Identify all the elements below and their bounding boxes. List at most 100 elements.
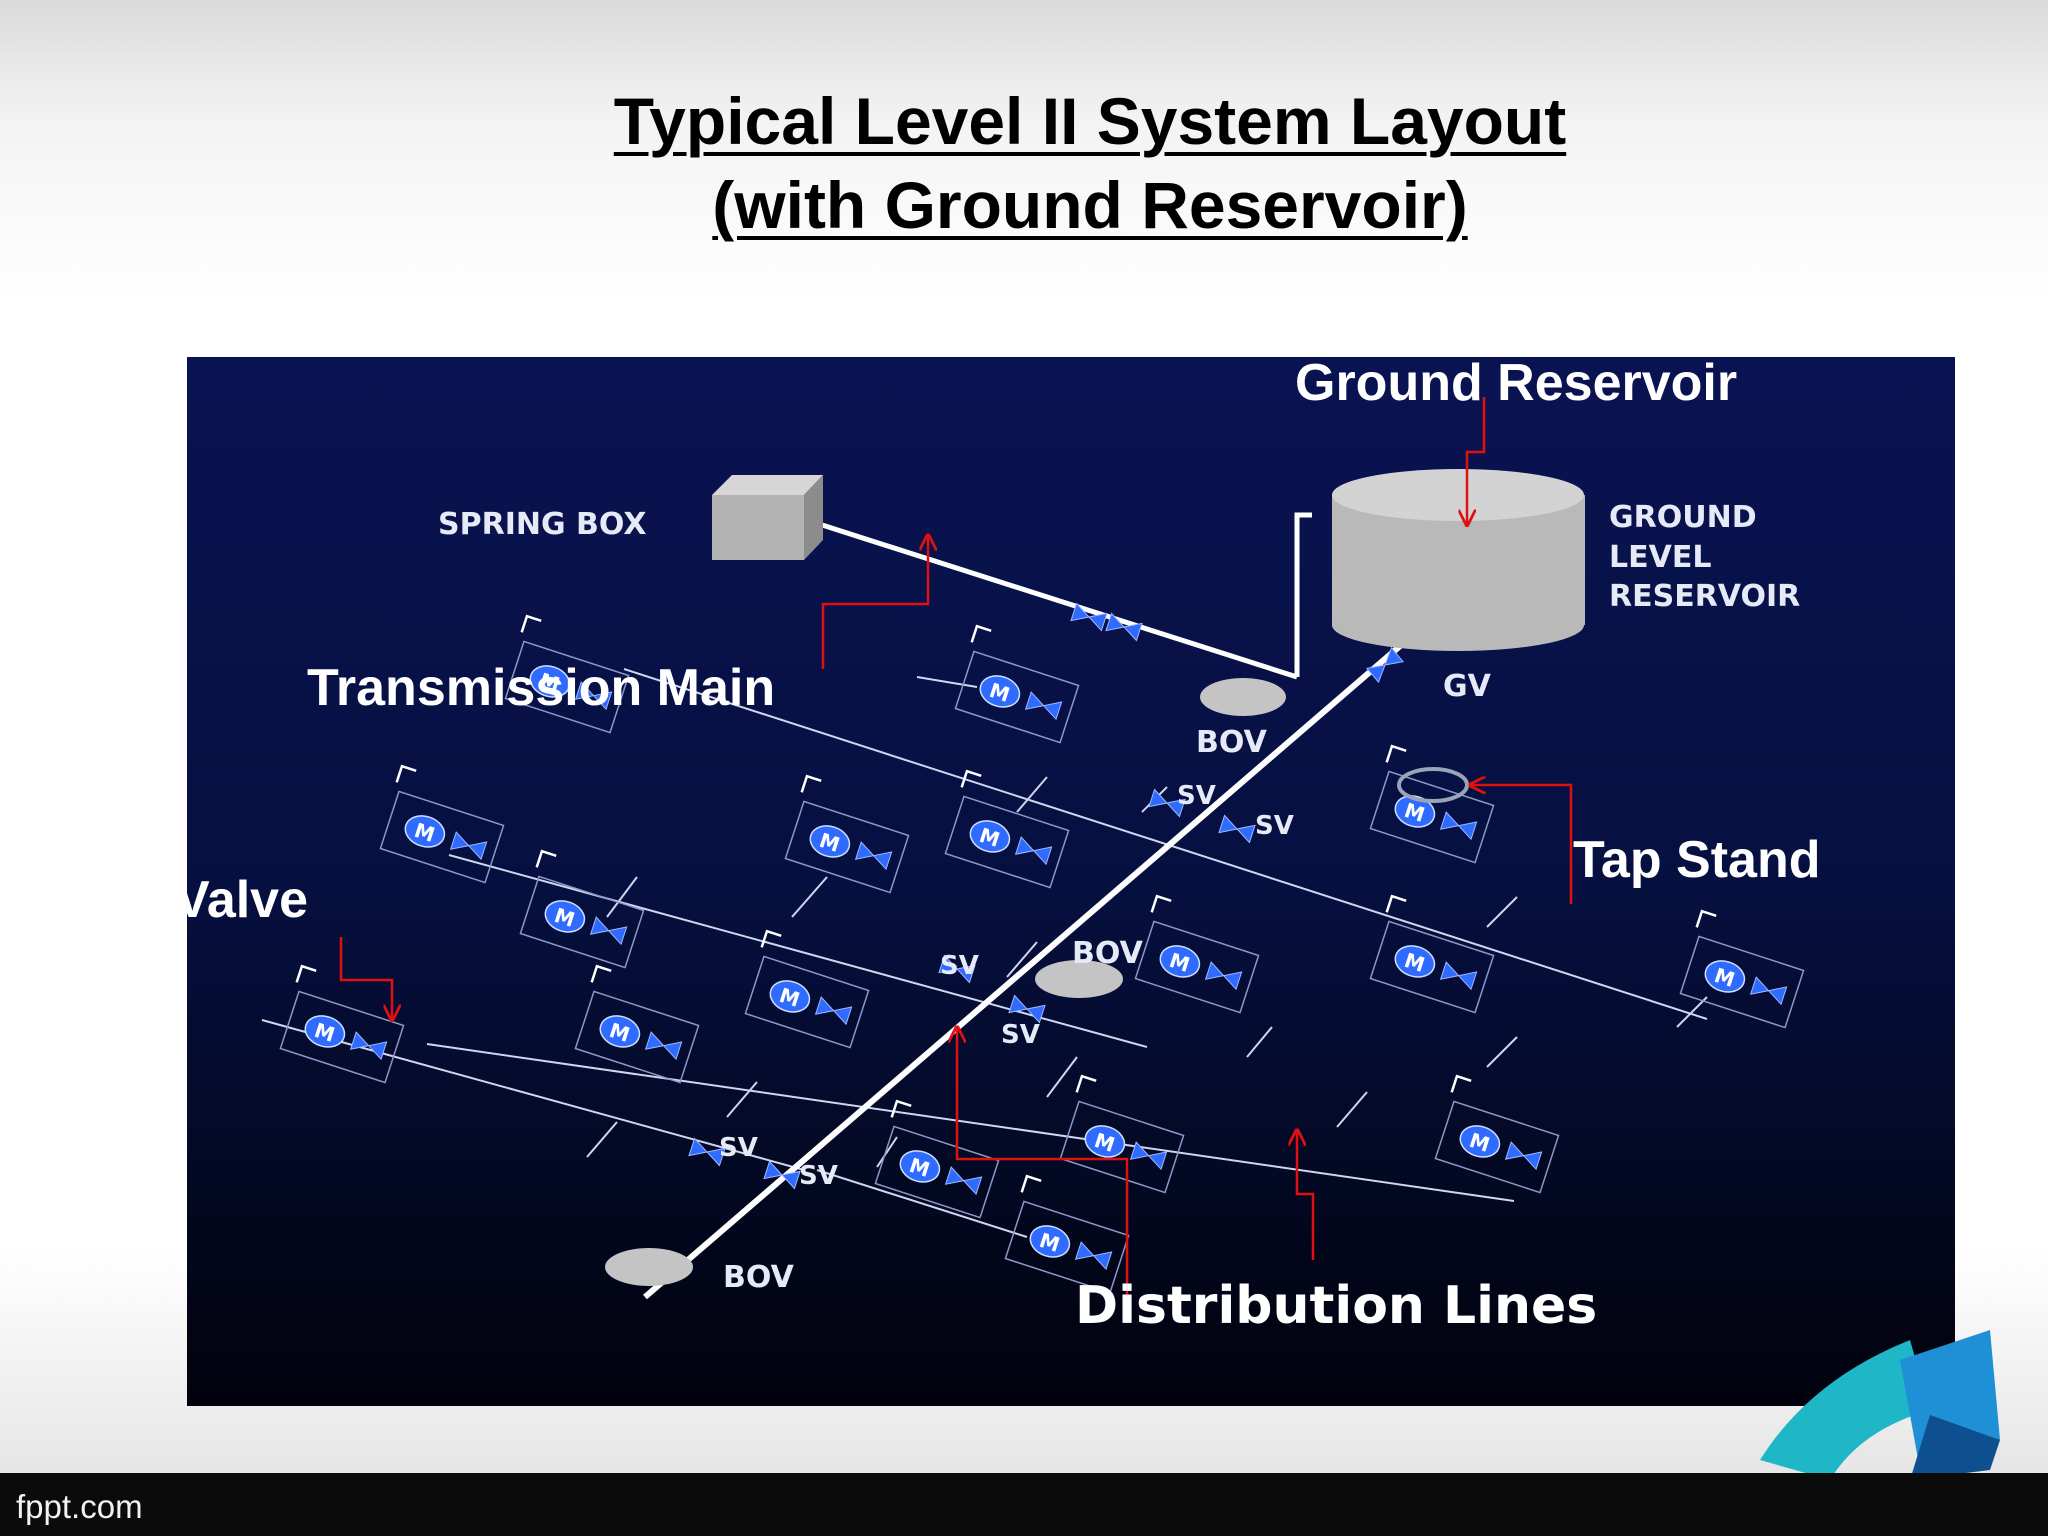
tap-riser: [1075, 1074, 1097, 1093]
gate-valve-icon: [1439, 961, 1478, 991]
branch-stub: [1006, 941, 1038, 978]
tap-stand-unit: M: [574, 964, 700, 1084]
branch-stub: [606, 876, 638, 918]
distribution-lines-callout-arrow-2: [1297, 1130, 1315, 1260]
branch-stub: [1676, 996, 1708, 1028]
tap-riser: [800, 774, 822, 793]
meter-icon: [1159, 945, 1201, 978]
meter-icon: [809, 825, 851, 858]
gate-valve-icon: [349, 1031, 388, 1061]
branch-stub: [1046, 1056, 1078, 1098]
tap-riser: [395, 764, 417, 783]
tap-riser: [1450, 1074, 1472, 1093]
gate-valve-icon: [688, 1137, 726, 1167]
tap-stand-callout-arrow: [1470, 785, 1573, 904]
sv-label: SV: [940, 951, 979, 981]
tap-stand-unit: M: [504, 614, 630, 734]
tap-riser: [970, 624, 992, 643]
tap-stand-unit: M: [1059, 1074, 1185, 1194]
gate-valve-icon: [1024, 691, 1063, 721]
footer-brand-text: fppt.com: [16, 1488, 143, 1525]
distribution-line: [426, 1043, 1515, 1202]
gate-valve-icon: [938, 954, 976, 984]
tap-stand-unit: M: [1369, 744, 1495, 864]
tap-riser: [1150, 894, 1172, 913]
meter-icon: [304, 1015, 346, 1048]
meter-icon: [529, 665, 571, 698]
gate-valve-icon: [1749, 976, 1788, 1006]
branch-stub: [1336, 1091, 1368, 1128]
bov-label-middle: BOV: [1072, 936, 1143, 971]
gate-valve-icon: [1439, 811, 1478, 841]
transmission-main-callout-arrow: [821, 535, 928, 669]
branch-stub: [1486, 1036, 1518, 1068]
tap-riser: [960, 769, 982, 788]
tap-stand-callout: Tap Stand: [1573, 831, 1821, 889]
gate-valve-icon: [574, 681, 613, 711]
distribution-line: [448, 854, 1148, 1048]
gate-valve-icon: [1105, 612, 1143, 642]
gate-valve-icon: [449, 831, 488, 861]
tap-riser: [1020, 1174, 1042, 1193]
tap-stand-unit: M: [519, 849, 645, 969]
tap-riser: [590, 964, 612, 983]
meter-icon: [1394, 795, 1436, 828]
meter-icon: [1459, 1125, 1501, 1158]
meter-icon: [544, 900, 586, 933]
meter-icon: [1704, 960, 1746, 993]
tap-stand-unit: M: [874, 1099, 1000, 1219]
ground-reservoir-callout: Ground Reservoir: [1295, 357, 1738, 412]
tap-stand-unit: M: [1369, 894, 1495, 1014]
slide-title-line1: Typical Level II System Layout: [613, 84, 1567, 158]
tap-riser: [760, 929, 782, 948]
gate-valve-icon: [1070, 602, 1108, 632]
fppt-logo-graphic: [1760, 1330, 2000, 1480]
tap-stand-unit: M: [1434, 1074, 1560, 1194]
transmission-main-callout: Transmission Main: [307, 659, 776, 717]
gate-valve-icon: [589, 916, 628, 946]
tap-riser: [1385, 894, 1407, 913]
tap-stand-unit: M: [1679, 909, 1805, 1029]
ground-reservoir-callout-arrow: [1467, 397, 1486, 525]
bov-label-bottom: BOV: [723, 1260, 794, 1295]
slide-title-line2: (with Ground Reservoir): [712, 168, 1468, 242]
bov-oval: [605, 1248, 693, 1286]
gate-valve-icon: [1218, 814, 1256, 844]
bov-label-top: BOV: [1196, 725, 1267, 760]
branch-stub: [791, 876, 828, 918]
inline-valves: [688, 602, 1404, 1190]
meter-icon: [1029, 1225, 1071, 1258]
glr-label-line1: GROUND: [1609, 500, 1757, 535]
gate-valve-icon: [644, 1031, 683, 1061]
gate-valve-icon: [854, 841, 893, 871]
gate-valve-icon: [1148, 788, 1186, 818]
valve-callout-arrow: [339, 937, 392, 1020]
gate-valve-icon: [944, 1166, 983, 1196]
ground-level-reservoir-tank: [1332, 469, 1585, 651]
tap-stand-unit: M: [279, 964, 405, 1084]
meter-icon: [599, 1015, 641, 1048]
distribution-line: [623, 668, 1708, 1020]
tap-stand-highlight-ring: [1397, 767, 1469, 803]
distribution-line: [816, 1169, 1028, 1238]
distribution-lines-callout-arrow-1: [957, 1027, 1129, 1304]
meter-icon: [404, 815, 446, 848]
gate-valve-icon: [1504, 1141, 1543, 1171]
meter-icon: [769, 980, 811, 1013]
branch-stub: [726, 1081, 758, 1118]
reservoir-inlet-pipe: [1294, 512, 1312, 677]
bov-oval: [1035, 960, 1123, 998]
branch-stub: [916, 676, 978, 688]
gate-valve-icon: [1008, 994, 1046, 1024]
tap-riser: [1385, 744, 1407, 763]
branch-stub: [586, 1121, 618, 1158]
meter-icon: [1394, 945, 1436, 978]
spring-box-label: SPRING BOX: [438, 507, 647, 542]
tap-stand-unit: M: [1004, 1174, 1130, 1294]
tap-stand-unit: M: [944, 769, 1070, 889]
gate-valve-icon: [1129, 1141, 1168, 1171]
branch-stub: [1486, 896, 1518, 928]
branch-stub: [1246, 1026, 1273, 1058]
